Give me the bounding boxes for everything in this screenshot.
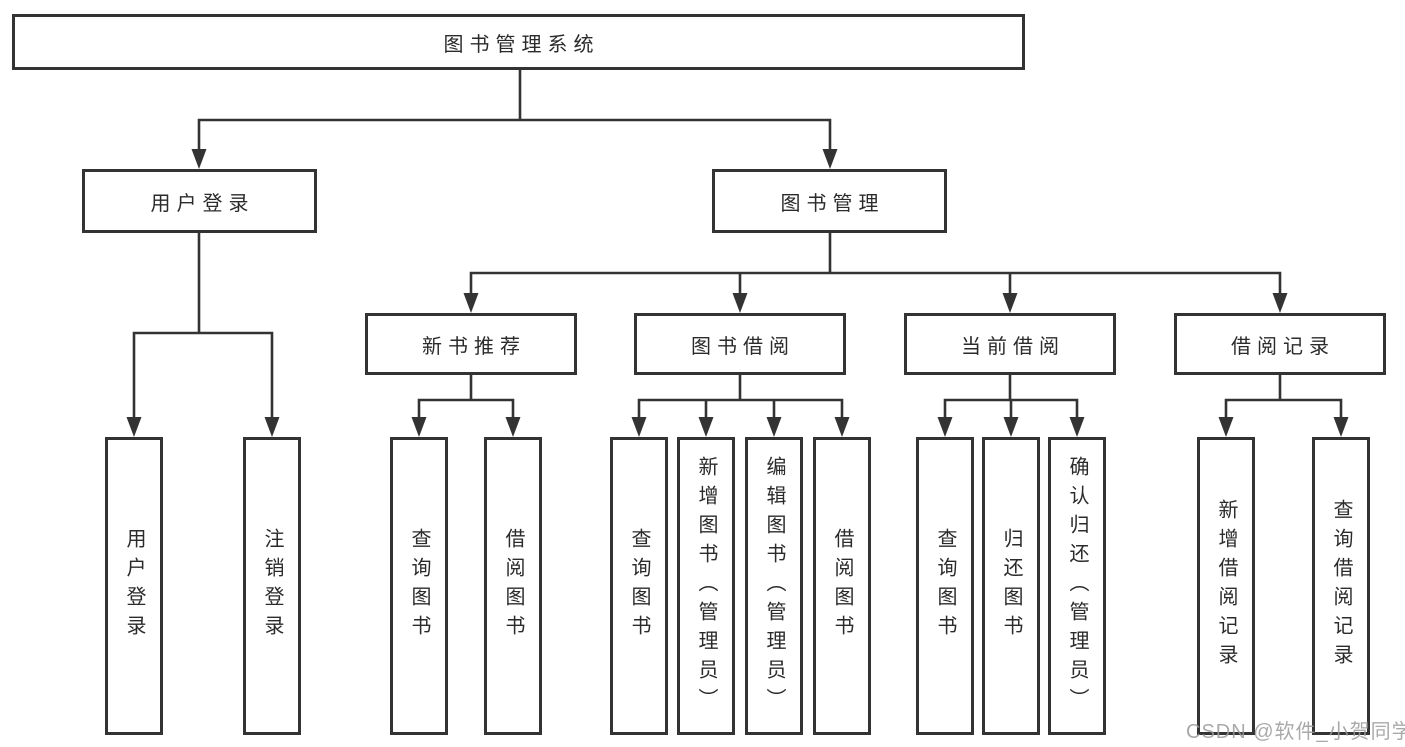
node-label: 图书管理 [780,192,885,215]
node-new-book-recommend: 新书推荐 [365,313,577,375]
leaf-logout-login: 注销登录 [243,437,301,735]
node-label: 借阅记录 [1231,335,1335,358]
node-label: 用户登录 [123,528,145,644]
node-label: 用户登录 [150,192,255,215]
leaf-current-search-books: 查询图书 [916,437,974,735]
leaf-borrow-add-books-admin: 新增图书（管理员） [677,437,735,735]
connector-lines [132,68,1343,423]
leaf-record-search-borrow-record: 查询借阅记录 [1312,437,1370,735]
node-label: 注销登录 [261,528,283,644]
node-label: 新增借阅记录 [1215,499,1237,673]
leaf-newbook-borrow-books: 借阅图书 [484,437,542,735]
node-label: 确认归还（管理员） [1066,455,1088,717]
node-label: 查询图书 [934,528,956,644]
node-label: 编辑图书（管理员） [763,455,785,717]
node-label: 查询图书 [408,528,430,644]
leaf-borrow-borrow-books: 借阅图书 [813,437,871,735]
leaf-record-add-borrow-record: 新增借阅记录 [1197,437,1255,735]
node-borrowing-records: 借阅记录 [1174,313,1386,375]
node-label: 新书推荐 [422,335,526,358]
leaf-current-return-books: 归还图书 [982,437,1040,735]
node-book-management-branch: 图书管理 [712,169,947,233]
node-label: 图书管理系统 [443,33,600,56]
node-book-borrowing: 图书借阅 [634,313,846,375]
node-label: 借阅图书 [502,528,524,644]
node-label: 新增图书（管理员） [695,455,717,717]
node-root-system: 图书管理系统 [12,14,1025,70]
leaf-current-confirm-return-admin: 确认归还（管理员） [1048,437,1106,735]
node-label: 查询借阅记录 [1330,499,1352,673]
node-label: 归还图书 [1000,528,1022,644]
leaf-user-login: 用户登录 [105,437,163,735]
leaf-borrow-edit-books-admin: 编辑图书（管理员） [745,437,803,735]
node-user-login-branch: 用户登录 [82,169,317,233]
node-label: 图书借阅 [691,335,795,358]
node-current-borrowing: 当前借阅 [904,313,1116,375]
node-label: 当前借阅 [961,335,1065,358]
node-label: 借阅图书 [831,528,853,644]
csdn-watermark: CSDN @软件_小贺同学 [1186,721,1405,743]
arrowhead-icons [126,149,1349,437]
leaf-newbook-search-books: 查询图书 [390,437,448,735]
leaf-borrow-search-books: 查询图书 [610,437,668,735]
node-label: 查询图书 [628,528,650,644]
